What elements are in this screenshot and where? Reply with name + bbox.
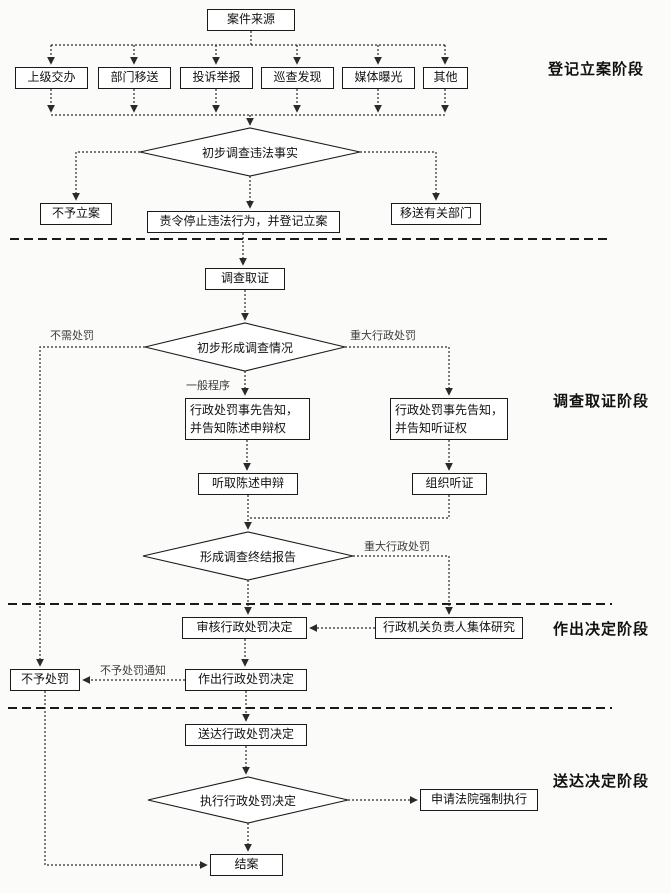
node-execute-decision: 执行行政处罚决定 [199, 793, 296, 808]
stage-label-decision: 作出决定阶段 [553, 620, 650, 638]
node-source-department: 部门移送 [98, 67, 171, 89]
node-make-decision: 作出行政处罚决定 [185, 669, 307, 691]
edge-label-major-penalty-b: 重大行政处罚 [364, 540, 430, 553]
edge-label-no-penalty-needed: 不需处罚 [50, 329, 94, 342]
node-hear-statement: 听取陈述申辩 [198, 473, 298, 495]
node-transfer-department: 移送有关部门 [391, 203, 481, 225]
node-collective-research: 行政机关负责人集体研究 [375, 617, 523, 639]
node-close-case: 结案 [210, 854, 283, 876]
edge-label-general-procedure: 一般程序 [186, 379, 230, 392]
stage-label-delivery: 送达决定阶段 [553, 772, 650, 790]
node-final-report: 形成调查终结报告 [199, 549, 296, 564]
node-source-other: 其他 [423, 67, 468, 89]
edge-d3-to-collective [353, 555, 453, 615]
decision-diamond-preliminary-findings [144, 322, 346, 372]
edge-d1-to-transfer [360, 151, 440, 201]
edge-label-no-penalty-notice: 不予处罚通知 [100, 664, 166, 677]
edge-d2-to-no-penalty [36, 346, 145, 667]
node-deliver-decision: 送达行政处罚决定 [185, 724, 307, 746]
node-no-case-filing: 不予立案 [40, 203, 112, 225]
node-source-inspection: 巡查发现 [261, 67, 334, 89]
decision-diamond-final-report [142, 531, 354, 581]
edge-label-major-penalty-a: 重大行政处罚 [350, 329, 416, 342]
edge-d1-to-no-filing [72, 151, 140, 201]
node-source-media: 媒体曝光 [342, 67, 415, 89]
node-source-complaint: 投诉举报 [180, 67, 253, 89]
node-preliminary-investigation: 初步调查违法事实 [201, 145, 298, 160]
node-case-source: 案件来源 [207, 9, 295, 31]
node-no-penalty: 不予处罚 [10, 669, 80, 691]
stage-label-registration: 登记立案阶段 [548, 60, 645, 78]
decision-diamond-execute-decision [147, 776, 349, 824]
node-court-enforcement: 申请法院强制执行 [420, 789, 538, 811]
node-review-decision: 审核行政处罚决定 [182, 617, 307, 639]
node-source-superior: 上级交办 [15, 67, 88, 89]
node-evidence-collection: 调查取证 [205, 268, 285, 290]
node-order-stop-register: 责令停止违法行为，并登记立案 [147, 211, 340, 233]
stage-label-investigation: 调查取证阶段 [553, 392, 650, 410]
edge-no-penalty-to-close [44, 691, 208, 869]
edge-organize-merge [248, 495, 450, 519]
node-notice-hearing: 行政处罚事先告知， 并告知听证权 [390, 398, 508, 440]
node-organize-hearing: 组织听证 [412, 473, 487, 495]
decision-diamond-preliminary-investigation [139, 127, 361, 177]
node-preliminary-findings: 初步形成调查情况 [196, 340, 293, 355]
edge-d2-to-notice-hearing [345, 346, 453, 396]
node-notice-defense: 行政处罚事先告知， 并告知陈述申辩权 [185, 398, 310, 440]
